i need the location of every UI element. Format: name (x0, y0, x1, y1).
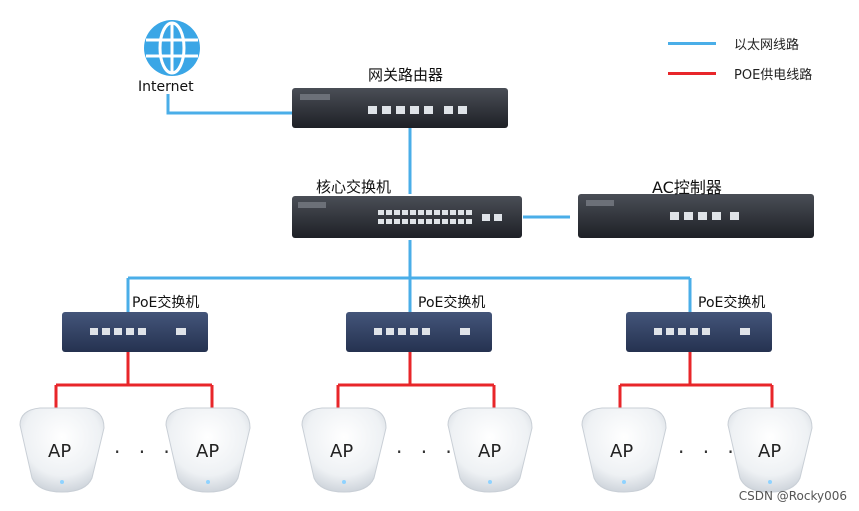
poe-link-1 (54, 352, 214, 410)
poe-switch-label-3: PoE交换机 (698, 295, 766, 311)
legend-item-ethernet: 以太网线路 (668, 34, 799, 53)
ap-label-1: AP (48, 441, 72, 462)
poe-switch-label-1: PoE交换机 (132, 295, 200, 311)
legend-swatch-ethernet (668, 42, 716, 45)
poe-link-3 (618, 352, 774, 410)
core-switch-label: 核心交换机 (316, 178, 392, 196)
gateway-router-device (292, 88, 508, 128)
poe-switch-device-3 (626, 312, 772, 352)
ap-device-4 (447, 407, 533, 493)
legend-item-poe: POE供电线路 (668, 64, 812, 83)
ap-device-3 (301, 407, 387, 493)
legend-swatch-poe (668, 72, 716, 75)
ethernet-lines (126, 94, 692, 312)
ac-controller-device (578, 194, 814, 238)
ap-device-6 (727, 407, 813, 493)
poe-switch-label-2: PoE交换机 (418, 295, 486, 311)
ap-device-2 (165, 407, 251, 493)
ap-label-4: AP (478, 441, 502, 462)
core-switch-device (292, 196, 522, 238)
legend-label-poe: POE供电线路 (734, 68, 813, 83)
ap-label-2: AP (196, 441, 220, 462)
legend-label-ethernet: 以太网线路 (734, 38, 800, 53)
ap-status-leds (60, 480, 772, 484)
gateway-router-label: 网关路由器 (368, 66, 444, 84)
ac-controller-label: AC控制器 (652, 178, 722, 197)
ap-label-6: AP (758, 441, 782, 462)
ap-ellipsis-1: · · · (114, 440, 176, 464)
ap-ellipsis-3: · · · (678, 440, 740, 464)
ap-label-5: AP (610, 441, 634, 462)
poe-lines (54, 352, 774, 410)
ap-label-3: AP (330, 441, 354, 462)
poe-switch-device-1 (62, 312, 208, 352)
watermark: CSDN @Rocky006 (738, 489, 847, 503)
globe-icon (144, 20, 200, 76)
ap-ellipsis-2: · · · (396, 440, 458, 464)
link-internet-gateway (166, 94, 292, 115)
ap-device-5 (581, 407, 667, 493)
poe-link-2 (336, 352, 496, 410)
internet-label: Internet (138, 79, 194, 95)
access-points (19, 407, 813, 493)
poe-switch-device-2 (346, 312, 492, 352)
ap-device-1 (19, 407, 105, 493)
